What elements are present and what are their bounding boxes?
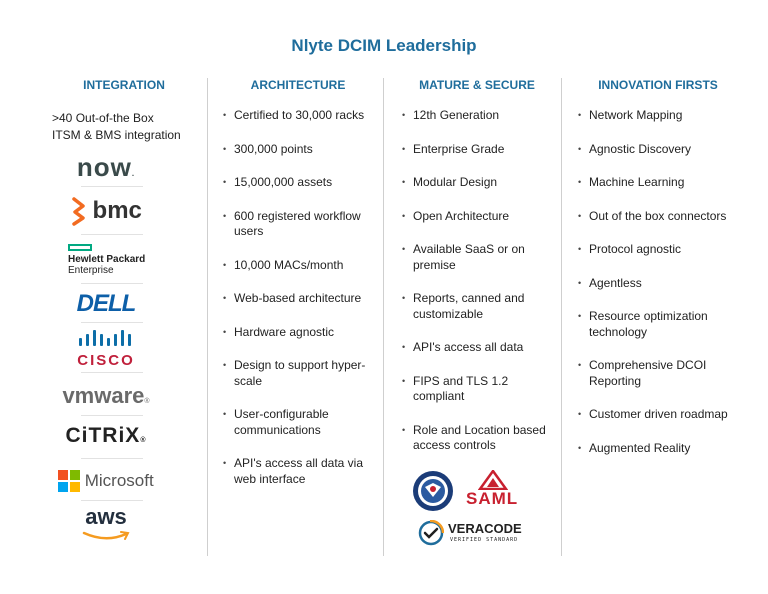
logo-separator (81, 234, 143, 235)
list-item: Machine Learning (578, 175, 738, 191)
mature-secure-list: 12th GenerationEnterprise GradeModular D… (402, 108, 552, 454)
list-item: Resource optimization technology (578, 309, 738, 340)
logo-separator (81, 186, 143, 187)
list-item: Web-based architecture (223, 291, 373, 307)
dell-logo: DELL (6, 290, 206, 318)
logo-separator (81, 322, 143, 323)
microsoft-logo: Microsoft (6, 468, 206, 494)
cisco-bars-icon (79, 330, 131, 346)
list-item: Role and Location based access controls (402, 423, 552, 454)
logo-separator (81, 372, 143, 373)
architecture-list: Certified to 30,000 racks 300,000 points 1… (223, 108, 373, 487)
list-item: 300,000 points (223, 142, 373, 158)
list-item: Reports, canned and customizable (402, 291, 552, 322)
list-item: Comprehensive DCOI Reporting (578, 358, 738, 389)
microsoft-logo-text: Microsoft (84, 471, 154, 490)
cisco-logo-text: CISCO (77, 352, 135, 369)
list-item: User-configurable communications (223, 407, 373, 438)
cisco-logo: CISCO (6, 330, 206, 369)
hpe-rectangle-icon (68, 244, 92, 251)
veracode-subtext: VERIFIED STANDARD (450, 537, 519, 543)
list-item: Available SaaS or on premise (402, 242, 552, 273)
security-badges: SAML VERACODE VERIFIED STANDARD (400, 462, 550, 552)
list-item: API's access all data (402, 340, 552, 356)
veracode-logo-text: VERACODE (448, 521, 522, 536)
list-item: Customer driven roadmap (578, 407, 738, 423)
list-item: Modular Design (402, 175, 552, 191)
vmware-logo: vmware® (62, 383, 150, 408)
innovation-list: Network MappingAgnostic DiscoveryMachine… (578, 108, 738, 456)
page-title: Nlyte DCIM Leadership (291, 36, 477, 55)
architecture-heading: ARCHITECTURE (250, 78, 346, 92)
dhs-seal-icon (413, 471, 453, 511)
list-item: FIPS and TLS 1.2 compliant (402, 374, 552, 405)
list-item: Enterprise Grade (402, 142, 552, 158)
list-item: Out of the box connectors (578, 209, 738, 225)
integration-intro-line: >40 Out-of-the Box (52, 111, 154, 125)
bmc-logo-text: bmc (92, 197, 142, 224)
innovation-column: INNOVATION FIRSTS Network MappingAgnosti… (578, 78, 738, 456)
servicenow-logo: now. (76, 152, 136, 182)
hpe-logo-text: Hewlett Packard (68, 254, 146, 265)
veracode-logo: VERACODE VERIFIED STANDARD (418, 520, 548, 548)
citrix-logo: CiTRiX® (65, 424, 147, 447)
bmc-logo: bmc (6, 196, 206, 226)
integration-column: INTEGRATION (24, 78, 224, 96)
mature-secure-column: MATURE & SECURE 12th GenerationEnterpris… (402, 78, 552, 454)
list-item: Protocol agnostic (578, 242, 738, 258)
integration-intro-line: ITSM & BMS integration (52, 128, 181, 142)
servicenow-logo-text: now (76, 152, 132, 182)
logo-separator (81, 458, 143, 459)
saml-logo-text: SAML (466, 489, 519, 508)
list-item: Design to support hyper-scale (223, 358, 373, 389)
list-item: Certified to 30,000 racks (223, 108, 373, 124)
saml-logo: SAML (466, 470, 526, 509)
list-item: Agnostic Discovery (578, 142, 738, 158)
logo-separator (81, 283, 143, 284)
citrix-logo-text: CiTRiX (65, 424, 141, 447)
column-divider (383, 78, 384, 556)
list-item: 15,000,000 assets (223, 175, 373, 191)
list-item: Open Architecture (402, 209, 552, 225)
integration-logos: now. bmc Hewlett Packard Enterprise DELL (6, 0, 206, 594)
saml-triangle-icon (478, 470, 508, 490)
integration-intro: >40 Out-of-the Box ITSM & BMS integratio… (52, 110, 181, 144)
veracode-check-icon (418, 520, 444, 546)
hpe-logo: Hewlett Packard Enterprise (68, 244, 168, 276)
list-item: Network Mapping (578, 108, 738, 124)
aws-smile-icon (82, 531, 130, 540)
aws-logo-text: aws (85, 504, 127, 529)
list-item: 12th Generation (402, 108, 552, 124)
list-item: Agentless (578, 276, 738, 292)
list-item: 600 registered workflow users (223, 209, 373, 240)
hpe-logo-text: Enterprise (68, 265, 114, 276)
innovation-heading: INNOVATION FIRSTS (598, 78, 718, 92)
aws-logo: aws (6, 506, 206, 546)
dell-logo-text: DELL (76, 290, 137, 317)
list-item: Hardware agnostic (223, 325, 373, 341)
integration-heading: INTEGRATION (83, 78, 165, 92)
logo-separator (81, 500, 143, 501)
architecture-column: ARCHITECTURE Certified to 30,000 racks 30… (223, 78, 373, 487)
vmware-logo-text: vmware (62, 383, 145, 408)
microsoft-squares-icon (58, 470, 81, 492)
column-divider (561, 78, 562, 556)
column-divider (207, 78, 208, 556)
list-item: Augmented Reality (578, 441, 738, 457)
logo-separator (81, 415, 143, 416)
list-item: 10,000 MACs/month (223, 258, 373, 274)
list-item: API's access all data via web interface (223, 456, 373, 487)
bmc-mark-icon (72, 197, 85, 226)
mature-secure-heading: MATURE & SECURE (419, 78, 535, 92)
